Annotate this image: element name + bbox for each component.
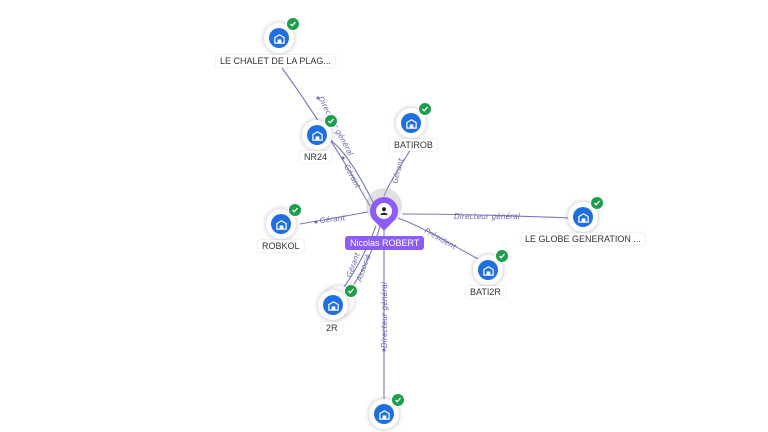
edge-chalet [281,67,371,207]
edge-label-batirob: Gérant [390,156,406,184]
verified-check-icon [418,102,432,116]
building-icon [269,28,289,48]
verified-check-icon [286,17,300,31]
building-icon [307,125,327,145]
edge-batirob [383,149,411,197]
node-label-bati2r[interactable]: BATI2R [466,286,505,298]
verified-check-icon [288,203,302,217]
verified-check-icon [391,393,405,407]
building-icon [573,207,593,227]
node-bati2r[interactable] [473,249,509,285]
node-label-2r[interactable]: 2R [322,322,342,334]
node-label-chalet[interactable]: LE CHALET DE LA PLAG... [216,55,335,67]
node-2r[interactable] [318,284,358,320]
edge-marker [316,96,320,100]
building-icon [323,295,343,315]
verified-check-icon [590,196,604,210]
node-label-globe[interactable]: LE GLOBE GENERATION ... [521,233,645,245]
edge-label-robkol: Gérant [319,213,347,225]
node-label-robkol[interactable]: ROBKOL [258,240,304,252]
node-label-batirob[interactable]: BATIROB [390,139,437,151]
edge-marker [382,348,386,352]
building-icon [401,113,421,133]
edge-marker [341,156,345,160]
edge-label-globe: Directeur général [454,212,521,221]
edge-globe [401,213,571,219]
node-chalet[interactable] [264,17,300,53]
node-bottom[interactable] [369,393,405,429]
person-icon [376,203,392,219]
edge-label-bottom: Directeur général [380,281,389,348]
edge-nr24 [329,139,375,205]
edge-robkol [299,211,369,225]
center-node-label[interactable]: Nicolas ROBERT [345,236,425,250]
edge-marker [314,220,318,224]
node-robkol[interactable] [266,203,302,239]
building-icon [271,214,291,234]
building-icon [478,260,498,280]
node-label-nr24[interactable]: NR24 [300,151,332,163]
node-globe[interactable] [568,196,604,232]
node-nr24[interactable] [302,114,338,150]
verified-check-icon [344,284,358,298]
verified-check-icon [324,114,338,128]
edge-bati2r [397,217,485,263]
verified-check-icon [495,249,509,263]
building-icon [374,404,394,424]
edge-label-bati2r: Président [423,226,459,252]
node-batirob[interactable] [396,102,432,138]
